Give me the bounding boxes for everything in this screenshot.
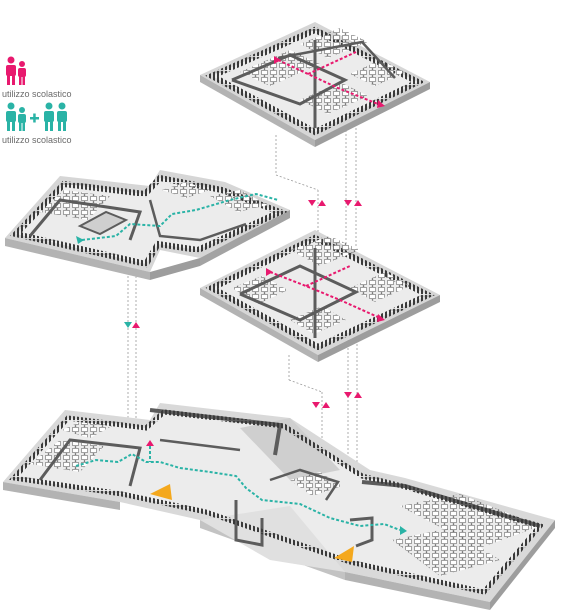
vertical-connections xyxy=(127,128,358,470)
family-icon xyxy=(6,102,67,131)
legend: utilizzo scolastico utilizzo scolastico xyxy=(0,56,120,148)
legend-label: utilizzo scolastico xyxy=(2,89,72,99)
entrance-marker xyxy=(334,546,354,562)
upper-floor-right xyxy=(200,22,430,147)
middle-floor-right xyxy=(200,230,440,362)
shared-route xyxy=(75,440,407,535)
school-route xyxy=(266,265,385,322)
legend-label: utilizzo scolastico xyxy=(2,135,72,145)
entrance-marker xyxy=(150,484,172,500)
middle-floor-left xyxy=(5,170,290,280)
ground-floor xyxy=(3,403,555,610)
legend-item-school-use: utilizzo scolastico xyxy=(0,56,120,102)
vertical-arrows xyxy=(124,200,362,408)
legend-item-shared-use: utilizzo scolastico xyxy=(0,102,120,148)
shared-route xyxy=(76,192,279,244)
school-route xyxy=(274,51,385,108)
student-icon xyxy=(6,56,26,85)
